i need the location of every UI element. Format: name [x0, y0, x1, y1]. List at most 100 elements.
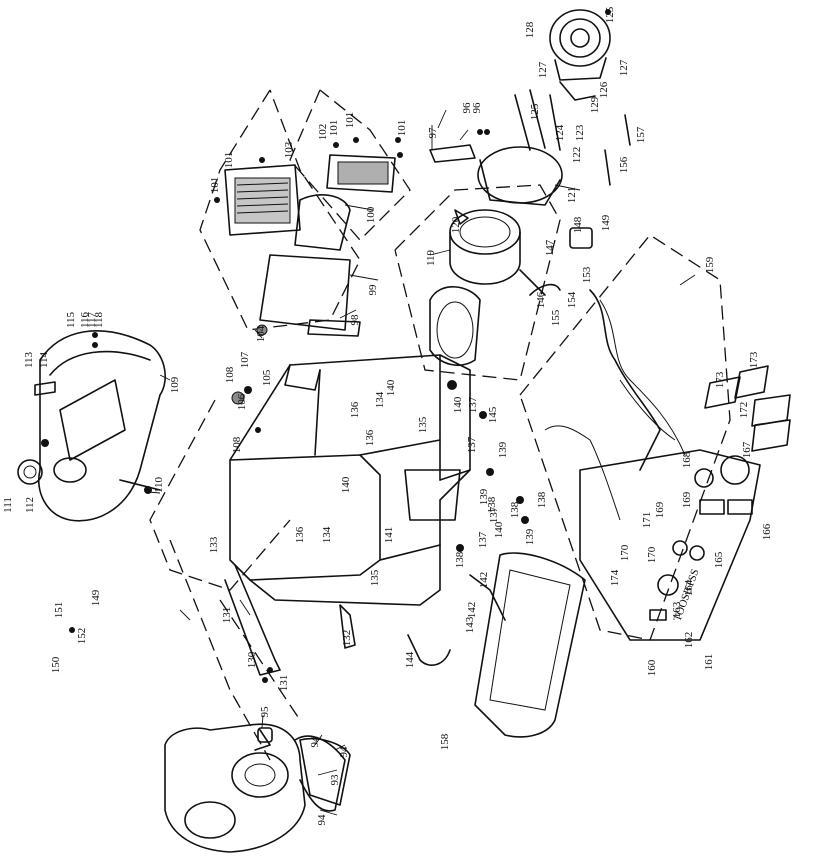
- callout-label: 167: [741, 441, 753, 458]
- callout-label: 105: [261, 369, 273, 386]
- callout-label: 168: [681, 451, 693, 468]
- callout-label: 140: [340, 476, 352, 493]
- callout-label: 126: [598, 81, 610, 98]
- callout-label: 99: [367, 284, 379, 296]
- callout-label: 94: [316, 814, 328, 826]
- engine: [164, 723, 346, 853]
- callout-label: 138: [509, 501, 521, 518]
- callout-label: 154: [566, 291, 578, 308]
- callout-label: 110: [153, 476, 165, 493]
- callout-label: 138: [486, 496, 498, 513]
- callout-label: 143: [464, 616, 476, 633]
- callout-label: 128: [524, 21, 536, 38]
- callout-label: 112: [24, 497, 36, 513]
- callout-label: 104: [255, 325, 267, 342]
- callout-label: 93: [329, 774, 341, 786]
- callout-label: 140: [385, 379, 397, 396]
- callout-label: 152: [76, 628, 88, 645]
- callout-label: 95: [259, 706, 271, 718]
- callout-label: 174: [609, 569, 621, 586]
- callout-leaders: [147, 109, 696, 816]
- callout-label: 114: [38, 351, 50, 368]
- small-parts: [299, 114, 791, 806]
- callout-label: 98: [349, 314, 361, 326]
- callout-label: 170: [619, 544, 631, 561]
- callout-label: 125: [529, 103, 541, 120]
- callout-label: 133: [208, 536, 220, 553]
- callout-label: 156: [618, 156, 630, 173]
- callout-label: 149: [90, 589, 102, 606]
- callout-label: 130: [246, 651, 258, 668]
- callout-label: 138: [536, 491, 548, 508]
- callout-label: 173: [748, 351, 760, 368]
- callout-label: 162: [683, 632, 695, 649]
- callout-label: 94: [338, 746, 350, 758]
- side-panels: [224, 154, 396, 337]
- callout-label: 127: [618, 59, 630, 76]
- callout-label: 131: [221, 607, 233, 624]
- callout-label: 117: [86, 311, 98, 328]
- callout-label: 118: [93, 311, 105, 328]
- fastener-dots: [41, 9, 611, 683]
- callout-label: 137: [467, 396, 479, 413]
- callout-label: 116: [79, 311, 91, 328]
- callout-label: 122: [571, 147, 583, 164]
- callout-label: 109: [169, 376, 181, 393]
- callout-label: 127: [537, 61, 549, 78]
- callout-label: 125: [604, 6, 616, 23]
- callout-label: 115: [65, 311, 77, 328]
- callout-label: 121: [566, 187, 578, 204]
- callout-label: 160: [646, 659, 658, 676]
- group-outlines: [149, 89, 731, 761]
- callout-label: 137: [477, 531, 489, 548]
- callout-label: 102: [317, 124, 329, 141]
- callout-label: 155: [550, 309, 562, 326]
- callout-label: 108: [224, 366, 236, 383]
- end-cover-assembly: [429, 9, 611, 206]
- callout-label: 107: [239, 351, 251, 368]
- callout-label: 134: [321, 526, 333, 543]
- fuel-tank: [17, 330, 166, 522]
- callout-label: 132: [341, 630, 353, 647]
- callout-label: 158: [439, 733, 451, 750]
- callout-label: 172: [738, 402, 750, 419]
- callout-label: 140: [493, 521, 505, 538]
- callout-label: 119: [425, 249, 437, 266]
- callout-label: 101: [396, 120, 408, 137]
- callout-label: 136: [364, 429, 376, 446]
- callout-label: 169: [681, 491, 693, 508]
- callout-label: 164: [683, 579, 695, 596]
- callout-label: 171: [641, 512, 653, 529]
- callout-label: 159: [704, 256, 716, 273]
- callout-label: 150: [50, 656, 62, 673]
- callout-label: 103: [283, 141, 295, 158]
- callout-label: 146: [535, 291, 547, 308]
- callout-label: 149: [600, 214, 612, 231]
- callout-label: 96: [461, 102, 473, 114]
- callout-label: 157: [635, 126, 647, 143]
- callout-label: 135: [417, 416, 429, 433]
- callout-label: 129: [589, 96, 601, 113]
- callout-label: 101: [223, 152, 235, 169]
- callout-label: 97: [427, 127, 439, 139]
- callout-label: 137: [488, 506, 500, 523]
- callout-label: 111: [2, 497, 14, 513]
- callout-label: 173: [714, 371, 726, 388]
- callout-label: 141: [383, 527, 395, 544]
- callout-label: 147: [544, 239, 556, 256]
- callout-label: 139: [497, 441, 509, 458]
- main-frame: [224, 354, 471, 676]
- callout-label: 101: [344, 112, 356, 129]
- callout-label: 142: [478, 572, 490, 589]
- callout-label: 101: [209, 177, 221, 194]
- callout-label: 96: [471, 102, 483, 114]
- callout-label: 138: [454, 551, 466, 568]
- callout-label: 131: [278, 675, 290, 692]
- callout-label: 140: [452, 396, 464, 413]
- callout-label: 123: [574, 124, 586, 141]
- callout-label: 169: [654, 501, 666, 518]
- callout-label: 120: [450, 216, 462, 233]
- callout-label: 166: [761, 523, 773, 540]
